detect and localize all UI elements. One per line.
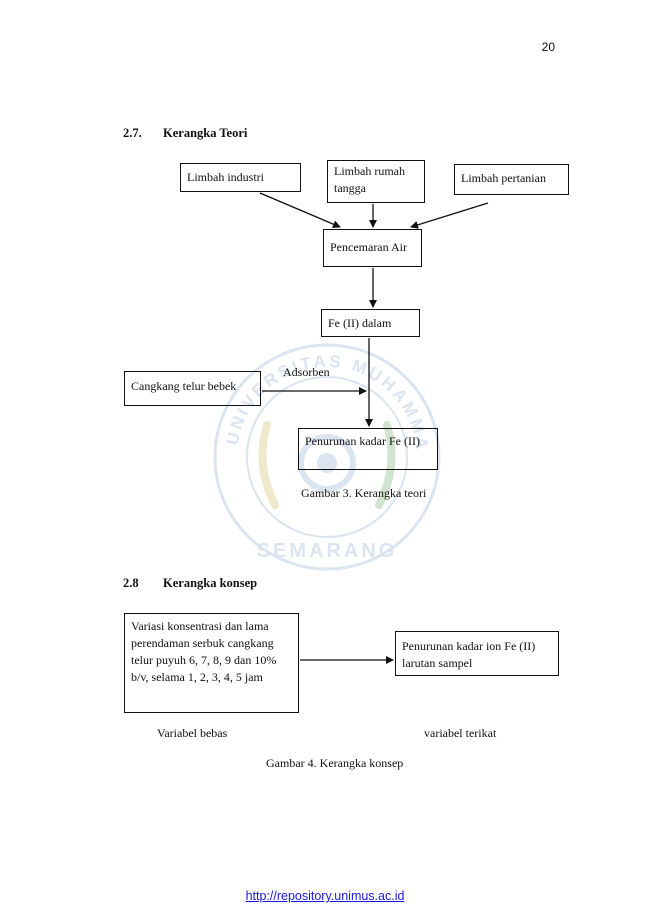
box-penurunan-kadar-ion: Penurunan kadar ion Fe (II) larutan samp… [395,631,559,676]
arrow-pertanian-to-pencemaran [410,202,489,229]
label-variabel-terikat: variabel terikat [424,726,497,740]
box-limbah-pertanian: Limbah pertanian [454,164,569,195]
arrow-industri-to-pencemaran [259,192,341,228]
university-watermark-logo: UNIVERSITAS MUHAMMADIYAH SEMARANG [197,320,450,580]
label-variabel-bebas: Variabel bebas [157,726,228,740]
footer-repository-link[interactable]: http://repository.unimus.ac.id [245,889,405,903]
section-title-kerangka-konsep: Kerangka konsep [163,576,258,590]
section-number-2-7: 2.7. [123,126,142,140]
box-limbah-industri: Limbah industri [180,163,301,192]
box-pencemaran-air: Pencemaran Air [323,229,422,267]
section-title-kerangka-teori: Kerangka Teori [163,126,248,140]
box-penurunan-kadar-fe: Penurunan kadar Fe (II) [298,428,438,470]
caption-gambar-4: Gambar 4. Kerangka konsep [266,756,404,770]
svg-text:SEMARANG: SEMARANG [257,540,398,562]
label-adsorben: Adsorben [283,365,330,379]
box-variasi-konsentrasi: Variasi konsentrasi dan lama perendaman … [124,613,299,713]
box-limbah-rumah-tangga: Limbah rumah tangga [327,160,425,203]
box-cangkang-telur-bebek: Cangkang telur bebek [124,371,261,406]
section-number-2-8: 2.8 [123,576,139,590]
page-number: 20 [541,40,555,54]
caption-gambar-3: Gambar 3. Kerangka teori [301,486,427,500]
box-fe-dalam: Fe (II) dalam [321,309,420,337]
